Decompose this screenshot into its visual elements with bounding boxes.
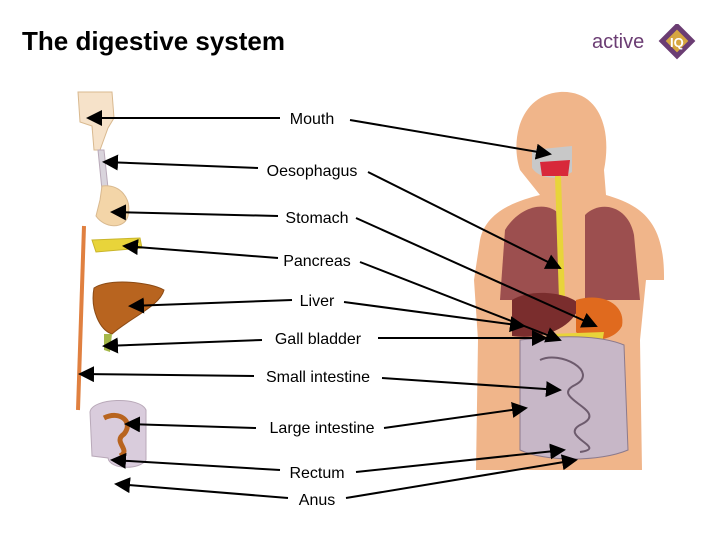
label-anus: Anus — [299, 492, 335, 509]
arrow-oesophagus-right — [367, 171, 562, 269]
left-organ-column — [76, 91, 165, 468]
oesophagus-tube — [555, 175, 565, 301]
liver-torso — [512, 292, 580, 337]
label-mouth: Mouth — [290, 111, 334, 128]
arrow-mouth-right — [349, 119, 552, 160]
torso-figure — [474, 91, 665, 471]
left-stomach-organ — [95, 185, 130, 227]
intestines-torso — [519, 336, 629, 460]
label-stomach: Stomach — [285, 210, 348, 227]
left-oesophagus-organ — [97, 149, 109, 191]
left-gall-bladder-organ — [104, 334, 112, 352]
arrow-gall-bladder-left — [102, 337, 263, 354]
logo-text: active — [592, 31, 644, 53]
label-liver: Liver — [300, 293, 335, 310]
label-oesophagus: Oesophagus — [267, 163, 358, 180]
arrow-pancreas-right — [359, 261, 562, 343]
arrow-liver-left — [128, 297, 293, 314]
label-gall-bladder: Gall bladder — [275, 331, 362, 348]
label-pancreas: Pancreas — [283, 253, 351, 270]
label-large-intestine: Large intestine — [270, 420, 375, 437]
arrow-large-intestine-left — [124, 416, 257, 433]
stomach-torso — [576, 297, 623, 340]
arrow-liver-right — [343, 301, 526, 333]
left-liver-organ — [92, 281, 165, 335]
arrow-anus-left — [114, 477, 289, 499]
left-duct — [76, 225, 86, 411]
active-iq-logo: active IQ — [592, 24, 696, 60]
small-intestine-coils — [539, 356, 591, 453]
label-layer: Mouth Oesophagus Stomach Pancreas Liver … — [266, 111, 375, 509]
left-mouth-organ — [77, 91, 115, 151]
arrow-small-intestine-left — [78, 366, 255, 383]
arrow-stomach-right — [355, 217, 598, 328]
lungs-right — [585, 206, 640, 300]
arrow-pancreas-left — [122, 239, 279, 259]
tongue — [540, 160, 570, 176]
arrow-oesophagus-left — [102, 154, 259, 171]
logo-iq: IQ — [670, 35, 684, 50]
page-title: The digestive system — [22, 26, 285, 56]
left-small-intestine-organ — [102, 412, 130, 459]
arrow-rectum-right — [355, 443, 566, 473]
arrow-anus-right — [345, 454, 578, 499]
left-large-intestine-organ — [89, 399, 147, 468]
arrows — [78, 110, 598, 499]
arrow-large-intestine-right — [383, 402, 528, 429]
label-rectum: Rectum — [289, 465, 344, 482]
label-small-intestine: Small intestine — [266, 369, 370, 386]
arrow-stomach-left — [110, 204, 279, 221]
arrow-small-intestine-right — [381, 377, 562, 398]
arrow-rectum-left — [110, 452, 281, 471]
left-pancreas-organ — [91, 237, 143, 253]
